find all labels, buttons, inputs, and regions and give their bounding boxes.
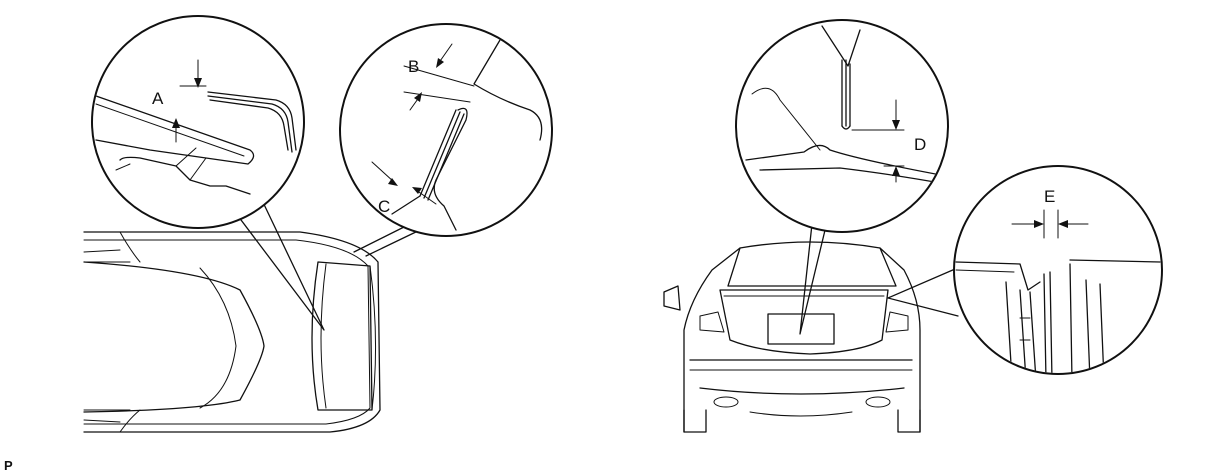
detail-circle-a: A xyxy=(91,15,305,229)
label-c: C xyxy=(378,197,390,216)
figure-code: P xyxy=(4,458,13,473)
detail-circle-e: E xyxy=(953,165,1163,375)
vehicle-top-view xyxy=(83,231,381,433)
label-d: D xyxy=(914,135,926,154)
detail-circle-d: D xyxy=(735,19,949,233)
callout-leaders-left xyxy=(231,195,421,331)
vehicle-rear-view xyxy=(663,241,921,433)
label-a: A xyxy=(152,89,164,108)
label-b: B xyxy=(408,57,419,76)
detail-circle-bc: B C xyxy=(339,23,553,237)
callout-leaders-right xyxy=(799,223,963,335)
label-e: E xyxy=(1044,187,1055,206)
